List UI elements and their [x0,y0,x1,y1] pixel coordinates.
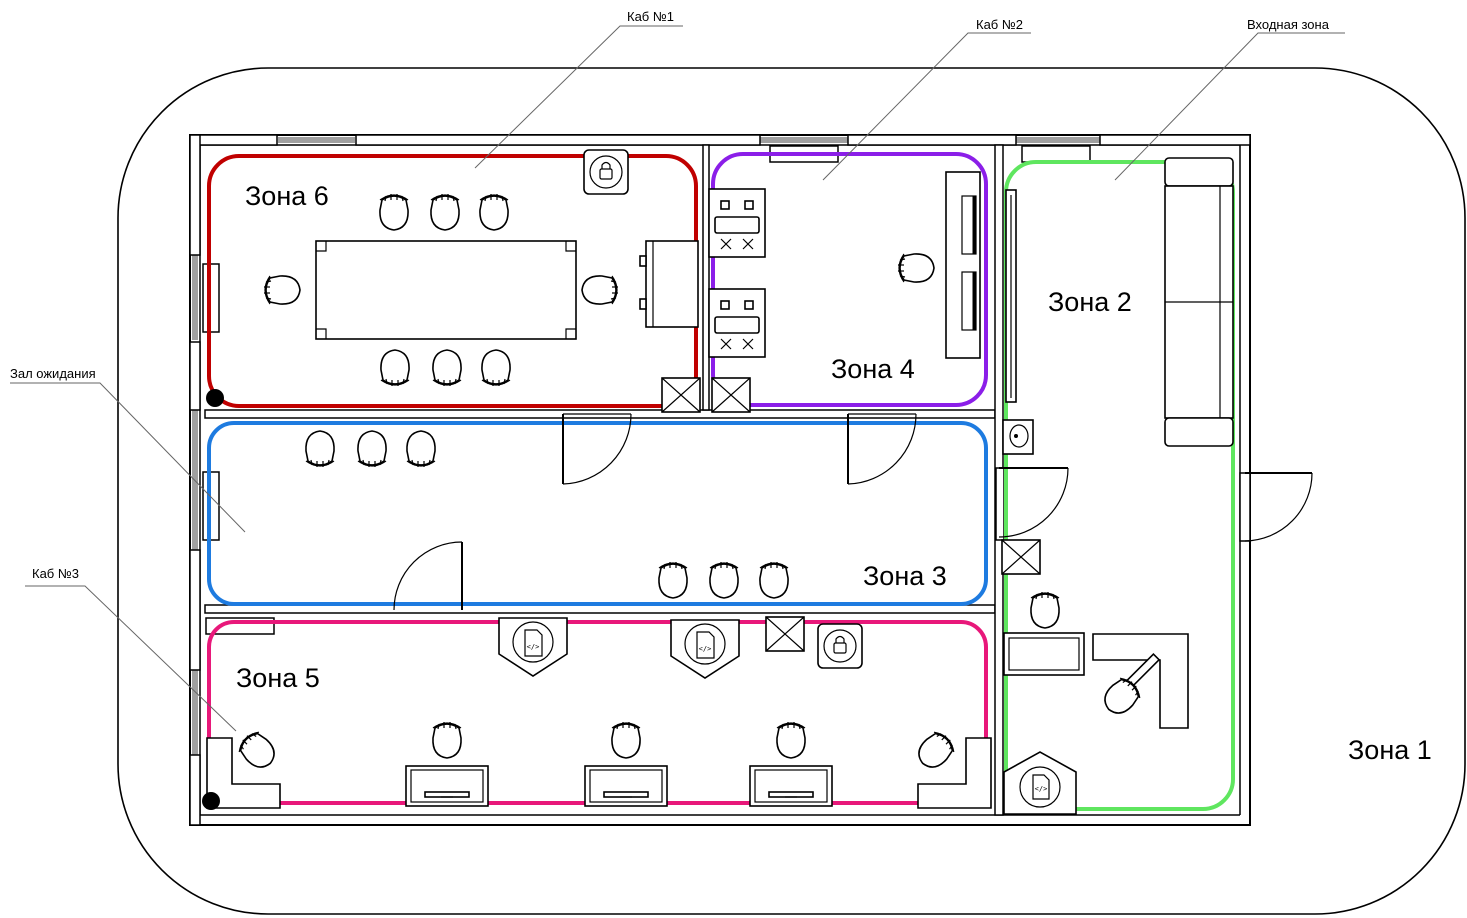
window [1099,134,1251,146]
lock-icon [817,623,863,669]
conference-table [315,240,577,340]
sofa-icon [1164,157,1234,187]
lock-icon [583,149,629,195]
door-icon [998,467,1069,538]
entry-zone-furniture: </> [1002,157,1234,815]
desk [1003,632,1085,676]
label-cab3: Каб №3 [32,566,79,581]
zone4-label: Зона 4 [831,354,915,384]
monitor-icon [961,195,977,255]
zone2-outline [1004,160,1235,811]
zone5-label: Зона 5 [236,663,320,693]
label-waiting-hall: Зал ожидания [10,366,96,381]
window [847,134,1017,146]
zone3-label: Зона 3 [863,561,947,591]
monitor-icon [961,271,977,331]
code-file-icon [498,617,568,677]
windows [202,145,1251,635]
doors [393,413,1313,611]
sensors [661,377,1041,652]
desk-icon [584,765,668,807]
door-icon [1244,472,1313,542]
callout-leaders [10,25,1345,732]
zone6-label: Зона 6 [245,181,329,211]
sink-icon [1002,419,1034,455]
door-icon [562,413,632,485]
site-boundary [117,67,1466,915]
code-file-icon: </> [1003,751,1077,815]
camera [202,792,220,810]
zone1-label: Зона 1 [1348,735,1432,765]
door-icon [847,413,917,485]
window [189,549,201,671]
door-icon [393,541,463,611]
svg-text:</>: </> [1035,785,1048,793]
zone2-label: Зона 2 [1048,287,1132,317]
office-furniture [202,617,992,810]
stove-icon [708,288,766,358]
label-cab1: Каб №1 [627,9,674,24]
waiting-hall-furniture [305,430,789,599]
corner-desk [917,737,992,809]
stove-icon [708,188,766,258]
cabinet [645,240,699,328]
window [355,134,761,146]
desk-icon [749,765,833,807]
label-entry-zone: Входная зона [1247,17,1330,32]
corner-desk [1092,633,1189,729]
zone4-outline [711,152,988,407]
label-cab2: Каб №2 [976,17,1023,32]
zone3-outline [207,421,988,606]
conference-room-furniture [206,149,699,407]
code-file-icon [670,619,740,679]
camera [206,389,224,407]
desk-icon [405,765,489,807]
window [189,341,201,411]
kitchen-furniture [708,171,981,359]
window [189,134,278,146]
